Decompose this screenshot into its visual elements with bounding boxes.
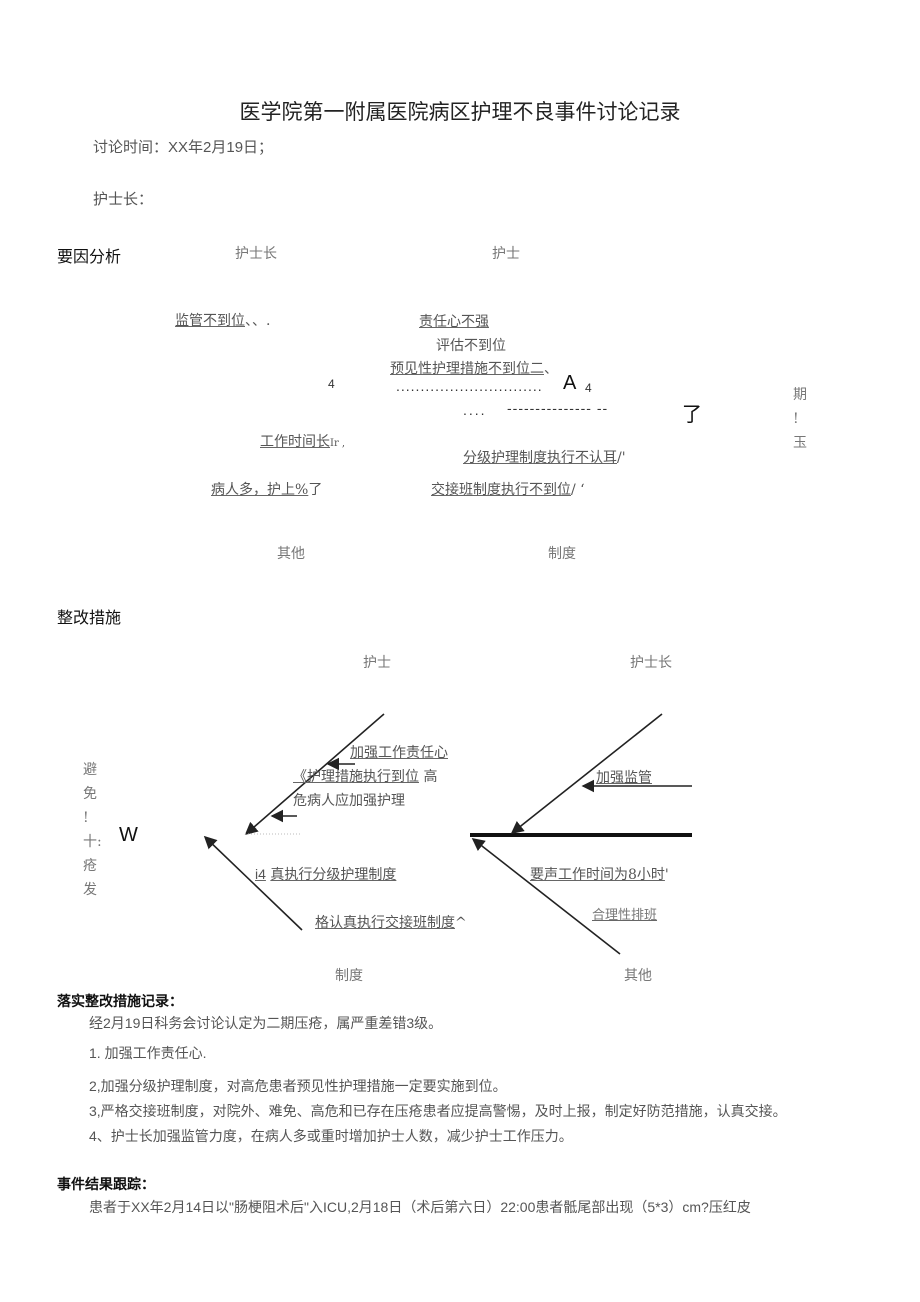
implementation-item-4: 4、护士长加强监管力度，在病人多或重时增加护士人数，减少护士工作压力。 (89, 1128, 573, 1144)
cause-preventive-tail: 、 (544, 361, 558, 377)
cause-preventive-text: 预见性护理措施不到位二 (390, 361, 544, 377)
goal-vertical-text: 避 免 ! 十: 疮 发 (83, 758, 102, 902)
result-char: ! (793, 411, 799, 427)
result-char: 期 (793, 387, 807, 403)
cause-category-nurse: 护士 (492, 246, 520, 262)
cause-supervision: 监管不到位、、. (175, 310, 270, 330)
measure-handover-text: 格认真执行交接班制度 (315, 915, 455, 931)
cause-assessment: 评估不到位 (436, 338, 506, 354)
spine-dotted-line: .............................. (396, 378, 543, 394)
cause-supervision-text: 监管不到位 (175, 313, 245, 329)
goal-char: 免 (83, 786, 97, 802)
cause-result-vertical: 期 ! 玉 (793, 383, 809, 455)
measure-graded-care-prefix: i4 (255, 866, 266, 882)
goal-char: ! (83, 810, 89, 826)
cause-category-system: 制度 (548, 546, 576, 562)
cause-work-hours-text: 工作时间长 (260, 434, 330, 450)
rect-category-other: 其他 (624, 968, 652, 984)
measure-work-hours-text: 要声工作时间为8小时 (530, 867, 665, 883)
cause-many-patients-tail: 了 (308, 482, 323, 498)
measure-work-hours-tail: ' (664, 867, 669, 883)
rect-category-nurse: 护士 (363, 655, 391, 671)
discussion-time: 讨论时间：XX年2月19日； (93, 139, 274, 156)
measure-graded-care-text: 真执行分级护理制度 (270, 867, 397, 883)
rect-category-system: 制度 (335, 968, 363, 984)
result-char: 玉 (793, 435, 807, 451)
rectification-heading: 整改措施 (57, 608, 122, 627)
goal-char: 十: (83, 834, 102, 850)
cause-handover: 交接班制度执行不到位/ ‘ (431, 479, 585, 499)
measure-graded-care: i4 真执行分级护理制度 (255, 864, 396, 884)
goal-letter: W (119, 824, 138, 846)
cause-work-hours: 工作时间长Ir , (260, 431, 345, 451)
cause-many-patients-text: 病人多，护上% (211, 482, 309, 498)
measure-supervision: 加强监管 (596, 770, 652, 786)
spine-end-glyph: 了 (682, 404, 702, 426)
measure-scheduling: 合理性排班 (592, 908, 658, 923)
measure-care-measures-tail: 高 (423, 769, 438, 785)
cause-graded-care: 分级护理制度执行不认耳/' (463, 447, 626, 467)
rect-category-head-nurse: 护士长 (630, 655, 672, 671)
followup-text: 患者于XX年2月14日以"肠梗阻术后"入ICU,2月18日（术后第六日）22:0… (89, 1199, 751, 1215)
followup-heading: 事件结果跟踪： (57, 1177, 155, 1193)
spine-arrow-tail: 4 (585, 381, 592, 395)
cause-handover-tail: / ‘ (571, 482, 585, 498)
head-nurse-line: 护士长： (93, 191, 154, 208)
cause-work-hours-tail: Ir , (330, 438, 346, 449)
goal-char: 避 (83, 762, 97, 778)
measure-handover-tail: ^ (455, 915, 467, 931)
cause-responsibility: 责任心不强 (419, 314, 489, 330)
cause-supervision-tail: 、、. (245, 313, 271, 329)
implementation-heading: 落实整改措施记录： (57, 994, 183, 1010)
cause-analysis-heading: 要因分析 (57, 247, 122, 266)
implementation-item-1: 1. 加强工作责任心. (89, 1045, 207, 1061)
cause-graded-care-text: 分级护理制度执行不认耳 (463, 450, 617, 466)
measure-work-hours: 要声工作时间为8小时' (530, 864, 669, 884)
cause-many-patients: 病人多，护上%了 (211, 479, 322, 499)
goal-char: 发 (83, 882, 97, 898)
cause-preventive: 预见性护理措施不到位二、 (390, 358, 558, 378)
measure-responsibility: 加强工作责任心 (350, 745, 448, 761)
measure-high-risk: 危病人应加强护理 (293, 793, 405, 809)
cause-handover-text: 交接班制度执行不到位 (431, 482, 571, 498)
cause-category-head-nurse: 护士长 (235, 246, 277, 262)
cause-graded-care-tail: /' (617, 450, 626, 466)
spine-left-number: 4 (328, 377, 335, 391)
implementation-intro: 经2月19日科务会讨论认定为二期压疮，属严重差错3级。 (89, 1015, 443, 1031)
page-title: 医学院第一附属医院病区护理不良事件讨论记录 (239, 100, 681, 124)
goal-char: 疮 (83, 858, 97, 874)
spine-dash-line: --------------- -- (507, 400, 609, 416)
implementation-item-2: 2,加强分级护理制度，对高危患者预见性护理措施一定要实施到位。 (89, 1078, 507, 1094)
measure-care-measures: 《护理措施执行到位 高 (293, 766, 437, 786)
spine-short-dots: .... (463, 402, 487, 418)
spine-arrow-letter: A (563, 372, 577, 394)
measure-handover: 格认真执行交接班制度^ (315, 912, 467, 932)
implementation-item-3: 3,严格交接班制度，对院外、难免、高危和已存在压疮患者应提高警惕，及时上报，制定… (89, 1103, 787, 1119)
cause-category-other: 其他 (277, 546, 305, 562)
measure-care-measures-text: 《护理措施执行到位 (293, 769, 419, 785)
